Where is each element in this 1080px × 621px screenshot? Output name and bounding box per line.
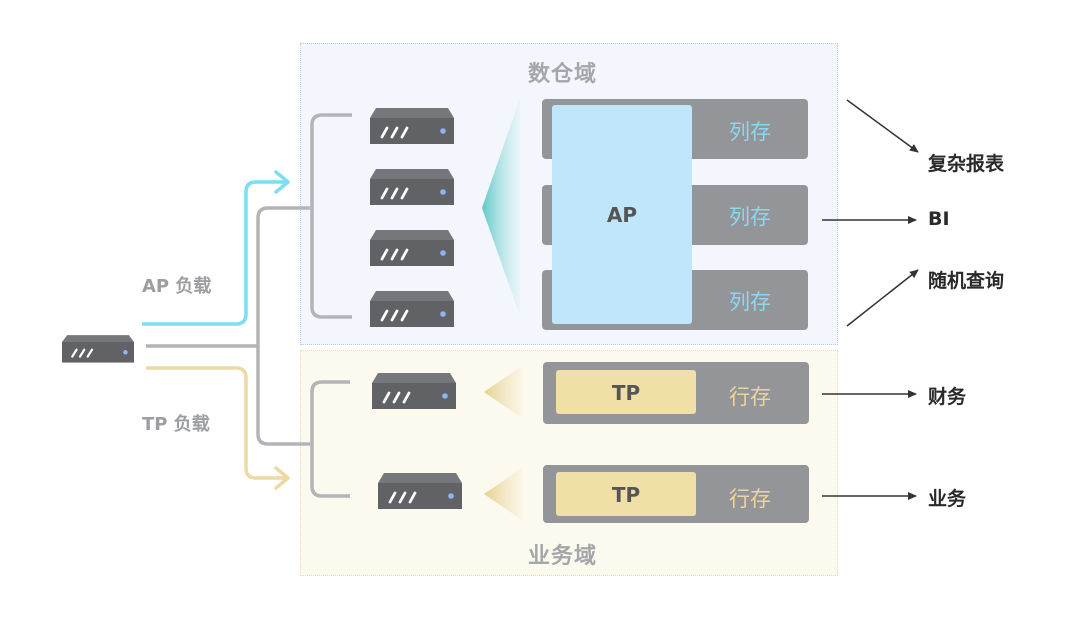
output-random-query: 随机查询: [928, 270, 1005, 292]
output-finance: 财务: [928, 386, 967, 408]
ap-load-label: AP 负载: [142, 276, 212, 297]
column-store-label: 列存: [729, 290, 771, 314]
column-store-label: 列存: [729, 205, 771, 229]
warehouse-domain-title: 数仓域: [528, 62, 598, 87]
business-server-icon: [378, 473, 462, 509]
output-complex-report: 复杂报表: [928, 153, 1005, 175]
tp-block-label: TP: [611, 381, 641, 405]
business-domain-title: 业务域: [528, 544, 598, 569]
tp-load-label: TP 负载: [142, 414, 210, 435]
row-store-label: 行存: [729, 385, 771, 409]
source-server-icon: [62, 335, 134, 363]
ap-block-label: AP: [606, 203, 638, 227]
warehouse-server-icon: [370, 291, 454, 327]
warehouse-server-icon: [370, 108, 454, 144]
row-store-label: 行存: [729, 487, 771, 511]
column-store-label: 列存: [729, 120, 771, 144]
tp-block: [556, 370, 696, 414]
business-server-icon: [372, 373, 456, 409]
warehouse-server-icon: [370, 230, 454, 266]
warehouse-server-icon: [370, 169, 454, 205]
output-business: 业务: [928, 488, 967, 510]
output-bi: BI: [928, 208, 950, 230]
ap-block: [552, 105, 692, 324]
tp-block: [556, 472, 696, 516]
tp-block-label: TP: [611, 483, 641, 507]
